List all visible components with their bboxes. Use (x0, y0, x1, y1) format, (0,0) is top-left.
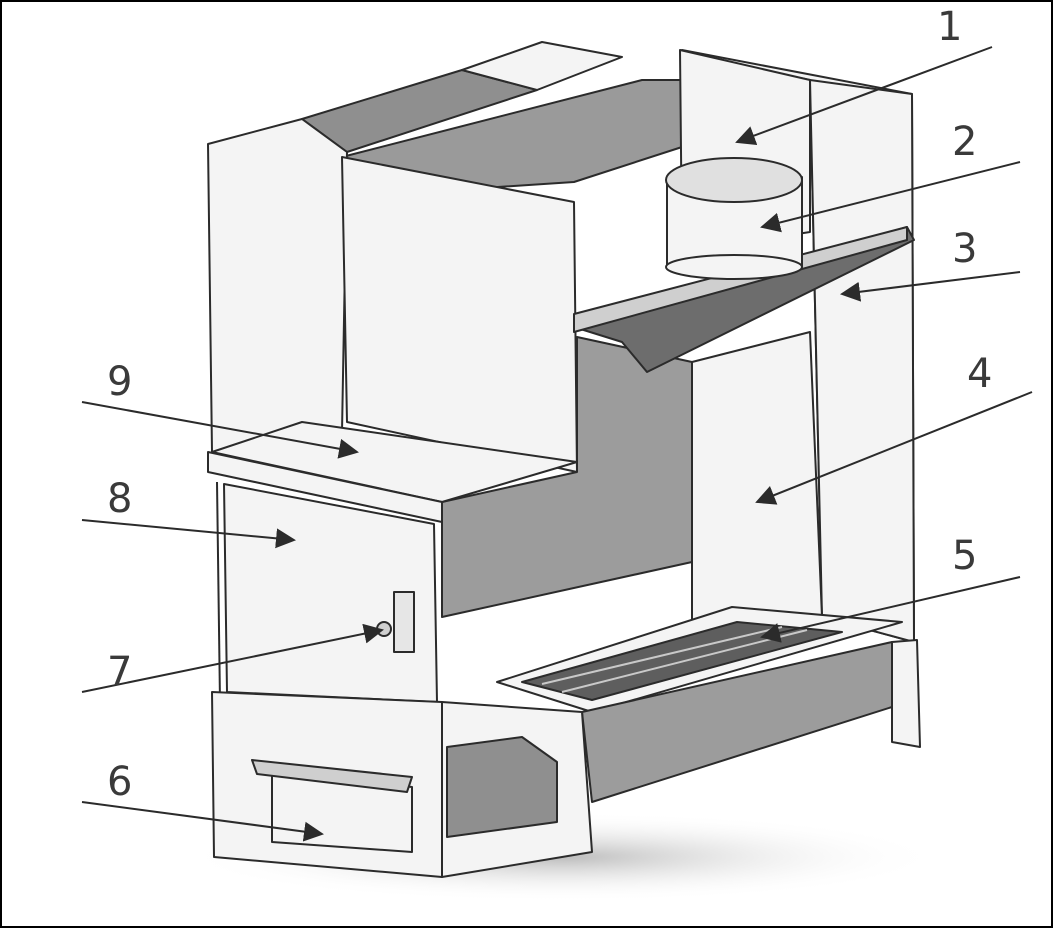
callout-4: 4 (967, 351, 992, 397)
leader-1 (735, 46, 993, 146)
callout-3: 3 (952, 226, 977, 272)
stove-body (207, 41, 921, 878)
leader-8 (81, 519, 296, 549)
leader-3 (840, 271, 1021, 302)
left-side-wall (207, 118, 348, 453)
front-band (207, 451, 443, 523)
callout-labels: 1 2 3 4 5 6 7 8 9 (107, 4, 992, 805)
chamber-right-wall (691, 331, 823, 623)
leader-2 (760, 161, 1021, 233)
callout-5: 5 (952, 533, 977, 579)
leader-lines (81, 46, 1033, 842)
leader-5 (760, 576, 1021, 643)
leader-7 (81, 623, 384, 693)
leader-9 (81, 401, 359, 459)
callout-2: 2 (952, 119, 977, 165)
callout-7: 7 (107, 649, 132, 695)
front-inner-panel (341, 156, 578, 473)
leader-6 (81, 801, 324, 842)
callout-8: 8 (107, 476, 132, 522)
callout-9: 9 (107, 359, 132, 405)
callout-1: 1 (937, 4, 962, 50)
right-side-panel (809, 79, 915, 643)
callout-6: 6 (107, 759, 132, 805)
door-handle (393, 591, 415, 653)
leader-4 (755, 391, 1033, 505)
